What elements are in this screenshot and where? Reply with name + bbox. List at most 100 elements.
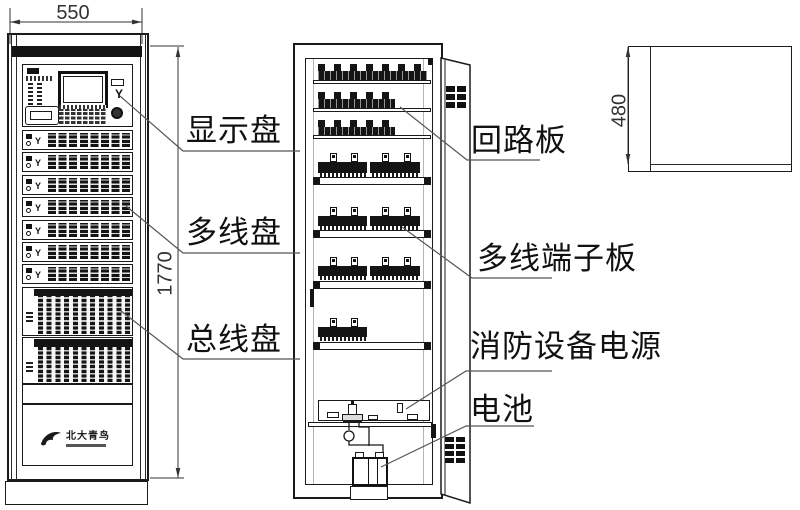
depth-dimension-text: 480 — [608, 93, 631, 128]
key-switch-icon: Y — [115, 87, 124, 101]
bus-panel-strips — [38, 347, 132, 382]
front-top-band — [12, 46, 142, 57]
shelf-bar — [313, 342, 431, 350]
terminal-block — [370, 207, 420, 230]
multi-line-module-row: Y — [22, 220, 133, 240]
terminal-tab — [330, 257, 337, 266]
loop-board-connectors — [318, 64, 427, 71]
module-blocks — [48, 155, 130, 169]
display-indicator-strip — [26, 76, 53, 81]
row-lamp-icon — [26, 275, 31, 280]
bus-panel-header — [34, 339, 132, 347]
loop-board-connectors — [318, 120, 395, 127]
shelf-line — [313, 80, 431, 84]
power-component — [327, 412, 339, 418]
bus-panel-side-marks — [26, 310, 33, 322]
brand-text-block: 北大青鸟 — [66, 430, 110, 447]
terminal-block — [318, 153, 367, 177]
front-left-rail-line — [11, 34, 12, 480]
inner-wall-line — [313, 59, 314, 484]
row-lamp-icon — [26, 163, 31, 168]
front-door-panel: 北大青鸟 — [22, 404, 133, 466]
power-component — [407, 414, 418, 420]
front-right-rail-line — [140, 34, 141, 480]
terminal-teeth — [318, 276, 367, 280]
lcd-screen-inner — [63, 76, 103, 103]
shelf-line — [313, 135, 431, 139]
brand-name: 北大青鸟 — [66, 430, 110, 442]
row-flag-icon — [26, 156, 32, 161]
multi-line-module-row: Y — [22, 130, 133, 150]
multi-line-module-row: Y — [22, 152, 133, 172]
dimension-arrow — [175, 468, 181, 478]
terminal-tab — [404, 207, 411, 216]
multi-line-module-row: Y — [22, 242, 133, 262]
front-right-rail-line — [145, 34, 146, 480]
row-lamp-icon — [26, 186, 31, 191]
display-mini-logo — [27, 68, 39, 74]
terminal-tab — [330, 318, 337, 327]
display-panel-section: Y — [22, 64, 133, 127]
module-blocks — [48, 245, 130, 259]
module-blocks — [48, 178, 130, 192]
terminal-block — [318, 207, 367, 230]
row-key-icon: Y — [35, 248, 42, 258]
lcd-screen — [58, 71, 108, 108]
row-lamp-icon — [26, 141, 31, 146]
shelf-bar — [313, 177, 431, 185]
shelf-bar-cap — [314, 282, 320, 288]
hinge-block — [428, 58, 433, 65]
terminal-teeth — [370, 276, 420, 280]
battery — [352, 457, 388, 486]
module-blocks — [48, 267, 130, 281]
shelf-bar-cap — [314, 343, 320, 349]
row-flag-icon — [26, 224, 32, 229]
bus-panel-side-marks — [26, 360, 33, 372]
shelf-bar — [313, 281, 431, 289]
led-column — [37, 83, 42, 105]
row-lamp-icon — [26, 231, 31, 236]
brand-logo: 北大青鸟 — [39, 429, 110, 449]
terminal-block — [318, 257, 367, 280]
terminal-tab — [404, 153, 411, 162]
label-fire-power: 消防设备电源 — [470, 329, 662, 364]
label-display-panel: 显示盘 — [186, 113, 282, 148]
front-left-rail-line — [16, 34, 17, 480]
shelf-bar-cap — [424, 343, 430, 349]
shelf-bar-cap — [424, 178, 430, 184]
multi-line-module-row: Y — [22, 175, 133, 195]
loop-board-connectors — [318, 92, 395, 99]
indicator-window — [111, 79, 124, 86]
terminal-block — [370, 153, 420, 177]
label-terminal-board: 多线端子板 — [477, 241, 637, 276]
label-loop-board: 回路板 — [471, 123, 567, 158]
front-cabinet-plinth — [5, 481, 148, 505]
side-view-door-line — [650, 47, 651, 171]
row-lamp-icon — [26, 208, 31, 213]
row-flag-icon — [26, 179, 32, 184]
shelf-bar — [313, 230, 431, 238]
power-component — [368, 415, 378, 420]
terminal-teeth — [318, 173, 367, 177]
label-bus-panel: 总线盘 — [186, 322, 282, 357]
terminal-teeth — [318, 226, 367, 230]
dimension-arrow — [175, 47, 181, 57]
side-view-base-line — [650, 164, 792, 165]
cable-duct-mark — [310, 289, 314, 307]
terminal-teeth — [370, 173, 420, 177]
keypad-connector-strip — [59, 105, 106, 109]
terminal-tab — [351, 153, 358, 162]
terminal-tab — [351, 257, 358, 266]
terminal-tab — [351, 207, 358, 216]
loop-board-strip — [318, 127, 395, 135]
dimension-arrow — [132, 19, 142, 25]
terminal-tab — [382, 257, 389, 266]
terminal-block — [370, 257, 420, 280]
row-key-icon: Y — [35, 270, 42, 280]
cross-rail — [308, 422, 432, 427]
shelf-bar-cap — [314, 231, 320, 237]
row-key-icon: Y — [35, 136, 42, 146]
row-key-icon: Y — [35, 181, 42, 191]
module-blocks — [48, 200, 130, 214]
